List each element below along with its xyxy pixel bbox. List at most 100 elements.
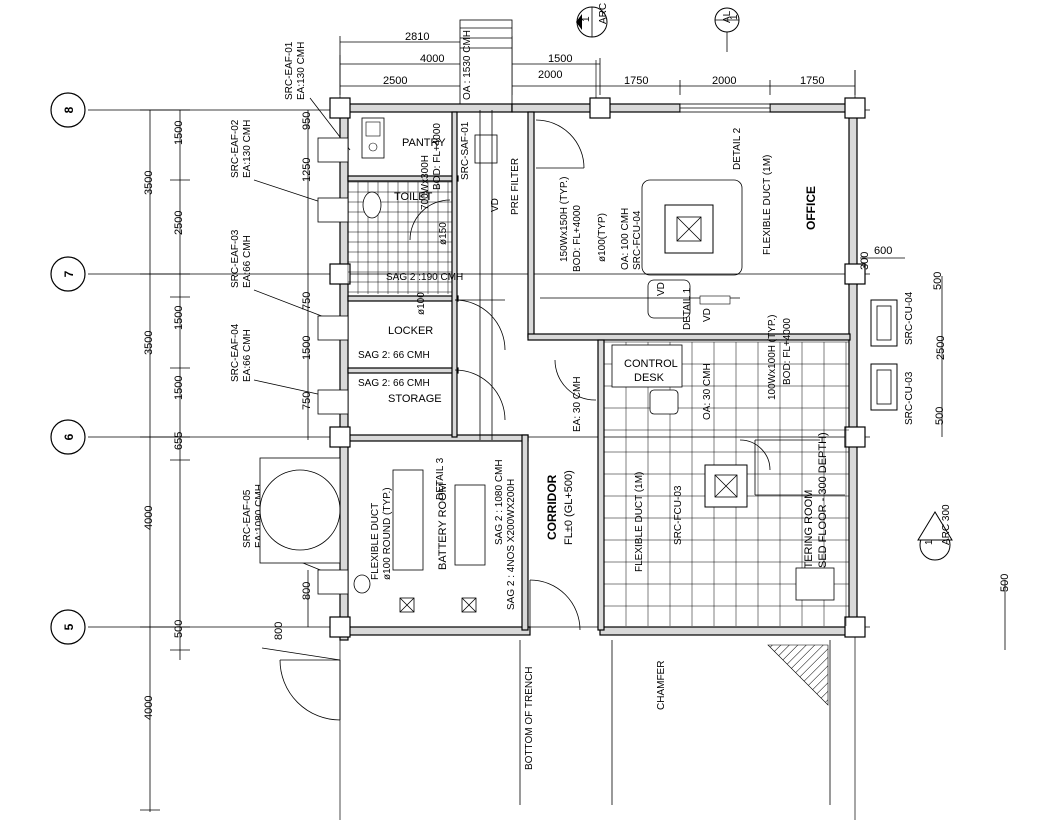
grid-bubble-5: 5 [50, 609, 86, 645]
svg-text:CONTROL: CONTROL [624, 358, 678, 370]
svg-text:EA:66 CMH: EA:66 CMH [242, 235, 253, 288]
supply-fan-notes: SRC-SAF-01 BOD: FL+4000 700Wx300H PRE FI… [358, 110, 713, 440]
svg-text:DETAIL 2: DETAIL 2 [732, 127, 743, 170]
svg-text:5: 5 [62, 623, 76, 630]
exhaust-fan-symbols [317, 137, 349, 595]
svg-text:ARC 300: ARC 300 [941, 504, 952, 545]
svg-text:BOTTOM OF TRENCH: BOTTOM OF TRENCH [524, 666, 535, 770]
svg-text:2500: 2500 [935, 336, 947, 360]
svg-text:8: 8 [62, 106, 76, 113]
svg-text:SAG 2 : 4NOS X200WX200H: SAG 2 : 4NOS X200WX200H [506, 479, 517, 610]
svg-text:LOCKER: LOCKER [388, 325, 433, 337]
section-mark-right: 1 ARC 300 [917, 504, 953, 561]
toilet-tiles [347, 181, 452, 294]
svg-text:ø150: ø150 [438, 222, 449, 245]
svg-text:SRC-EAF-01: SRC-EAF-01 [284, 41, 295, 100]
svg-text:STORAGE: STORAGE [388, 393, 442, 405]
svg-text:VD: VD [702, 308, 713, 322]
pantry: PANTRY [361, 117, 446, 159]
columns [329, 97, 866, 638]
svg-text:SRC-EAF-03: SRC-EAF-03 [230, 229, 241, 288]
svg-text:AL: AL [722, 10, 733, 23]
svg-text:SRC-CU-03: SRC-CU-03 [904, 371, 915, 425]
svg-text:7: 7 [62, 270, 76, 277]
svg-text:950: 950 [301, 112, 313, 130]
svg-text:4000: 4000 [143, 506, 155, 530]
svg-text:EA:1080 CMH: EA:1080 CMH [254, 484, 265, 548]
section-mark-al: AL 1 [714, 7, 740, 52]
svg-text:SAG 2: 66 CMH: SAG 2: 66 CMH [358, 350, 430, 361]
locker-room: LOCKER [388, 299, 506, 351]
svg-text:CHAMFER: CHAMFER [656, 661, 667, 710]
svg-text:OA : 1530 CMH: OA : 1530 CMH [462, 30, 473, 100]
svg-text:FL±0 (GL+500): FL±0 (GL+500) [563, 470, 575, 545]
svg-text:800: 800 [301, 582, 313, 600]
bottom-notes: BOTTOM OF TRENCH CHAMFER [519, 640, 831, 805]
svg-text:4000: 4000 [420, 53, 444, 65]
svg-text:3500: 3500 [143, 331, 155, 355]
svg-text:SRC-FCU-04: SRC-FCU-04 [632, 210, 643, 270]
svg-text:1: 1 [924, 539, 935, 545]
svg-text:DETAIL 1: DETAIL 1 [682, 287, 693, 330]
svg-text:1: 1 [729, 14, 740, 20]
svg-text:OA: 100 CMH: OA: 100 CMH [620, 208, 631, 270]
svg-text:SAG 2 : 1080 CMH: SAG 2 : 1080 CMH [494, 459, 505, 545]
svg-text:EA:130 CMH: EA:130 CMH [242, 120, 253, 178]
condensing-unit-cu-04: SRC-CU-04 [870, 291, 915, 347]
battery-room: BATTERY ROOM FLEXIBLE DUCT ø100 ROUND (T… [370, 457, 517, 613]
svg-text:1750: 1750 [624, 75, 648, 87]
svg-text:SAG 2: 66 CMH: SAG 2: 66 CMH [358, 378, 430, 389]
svg-text:6: 6 [62, 433, 76, 440]
svg-text:2000: 2000 [712, 75, 736, 87]
control-desk: CONTROL DESK [611, 344, 683, 415]
svg-text:CORRIDOR: CORRIDOR [545, 474, 559, 540]
svg-text:2810: 2810 [405, 31, 429, 43]
svg-text:1250: 1250 [301, 158, 313, 182]
svg-text:SRC-EAF-05: SRC-EAF-05 [242, 489, 253, 548]
svg-text:ø100 ROUND (TYP.): ø100 ROUND (TYP.) [382, 487, 393, 580]
storage-room: STORAGE [388, 369, 506, 421]
svg-text:100Wx100H (TYP.): 100Wx100H (TYP.) [767, 315, 778, 400]
svg-text:FLEXIBLE DUCT: FLEXIBLE DUCT [370, 503, 381, 580]
svg-text:EA:130 CMH: EA:130 CMH [296, 42, 307, 100]
svg-text:OFFICE: OFFICE [804, 186, 818, 230]
svg-text:VD: VD [490, 198, 501, 212]
svg-text:700Wx300H: 700Wx300H [420, 155, 431, 210]
metering-room: METERING ROOM (RAISED FLOOR - 300 DEPTH)… [634, 315, 845, 601]
fan-label-eaf-03: SRC-EAF-03 EA:66 CMH [230, 229, 346, 326]
svg-text:EA:66 CMH: EA:66 CMH [242, 329, 253, 382]
svg-text:2000: 2000 [538, 69, 562, 81]
svg-text:SRC-EAF-02: SRC-EAF-02 [230, 119, 241, 178]
svg-text:300: 300 [859, 252, 871, 270]
svg-text:DETAIL 3: DETAIL 3 [435, 457, 446, 500]
svg-text:(RAISED FLOOR - 300 DEPTH): (RAISED FLOOR - 300 DEPTH) [817, 432, 829, 590]
toilet: TOILET [362, 191, 451, 241]
locker-tiles [603, 341, 849, 626]
svg-text:SRC-EAF-04: SRC-EAF-04 [230, 323, 241, 382]
grid-bubble-6: 6 [50, 419, 86, 455]
svg-text:ø100(TYP): ø100(TYP) [597, 213, 608, 262]
svg-text:BOD: FL+4000: BOD: FL+4000 [782, 318, 793, 385]
svg-text:750: 750 [301, 392, 313, 410]
right-dimensions: 600 300 500 2500 500 500 [859, 245, 1011, 650]
entrance-door [261, 647, 341, 721]
svg-text:3500: 3500 [143, 171, 155, 195]
svg-text:1500: 1500 [173, 121, 185, 145]
condensing-unit-cu-03: SRC-CU-03 [870, 363, 915, 425]
svg-text:1500: 1500 [173, 376, 185, 400]
svg-text:BOD: FL+4000: BOD: FL+4000 [572, 205, 583, 272]
svg-text:750: 750 [301, 292, 313, 310]
svg-text:PRE FILTER: PRE FILTER [510, 158, 521, 215]
grid-bubble-8: 8 [50, 92, 86, 128]
svg-text:FLEXIBLE DUCT (1M): FLEXIBLE DUCT (1M) [634, 472, 645, 572]
svg-text:VD: VD [656, 282, 667, 296]
svg-text:SAG 2 :190 CMH: SAG 2 :190 CMH [386, 272, 463, 283]
svg-text:TOILET: TOILET [394, 191, 433, 203]
corridor: CORRIDOR FL±0 (GL+500) EA: 30 CMH [529, 359, 597, 631]
grid-bubble-7: 7 [50, 256, 86, 292]
svg-text:1500: 1500 [301, 336, 313, 360]
svg-text:SRC-SAF-01: SRC-SAF-01 [460, 121, 471, 180]
section-mark-1: 1 ARC 400 [576, 0, 609, 38]
svg-text:PANTRY: PANTRY [402, 137, 446, 149]
